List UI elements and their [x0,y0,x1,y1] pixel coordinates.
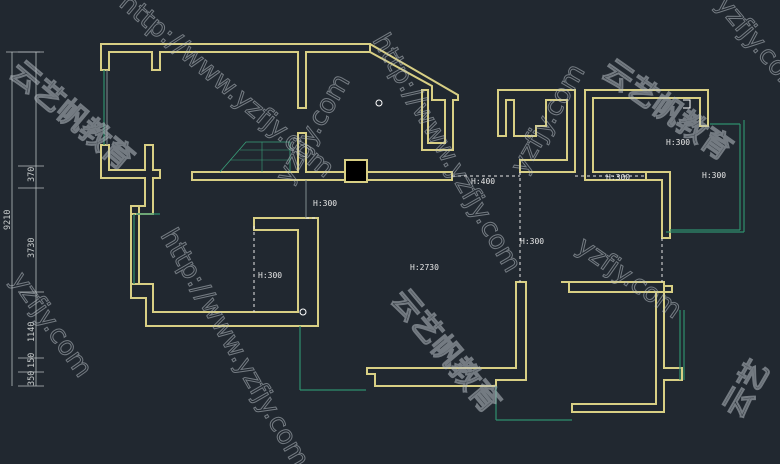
watermark-url: yzfjy.com [710,0,780,102]
dimension-label: 350 [27,371,37,386]
watermark-brand: 云艺 [717,355,777,424]
left-dimension-chain [6,51,44,387]
stairs [219,141,291,173]
watermark-brand: 云艺帆教育 [3,54,140,177]
room-label: H:300 [666,138,690,147]
dimension-label: 370 [27,167,37,182]
watermark-brand: 云艺帆教育 [595,53,738,168]
dimension-label: 1140 [27,322,37,342]
room-label: H:300 [313,199,337,208]
watermark-url: yzfjy.com [4,267,98,383]
room-label: H:2730 [410,263,439,272]
watermark-url: http://www.yzfjy.com [366,29,527,278]
dimension-labels: 9210 370 3730 1140 150 350 [3,167,37,386]
room-label: H:400 [471,177,495,186]
watermark-url: yzfjy.com [571,231,687,325]
watermark-url: http://www.yzfjy.com [154,224,315,464]
dimension-label: 9210 [3,210,13,230]
room-label: H:300 [606,173,630,182]
watermark-brand: 云艺帆教育 [384,283,507,420]
windows [103,70,745,421]
dimension-label: 150 [27,353,37,368]
openings [253,172,663,312]
room-labels: H:300 H:400 H:300 H:300 H:300 H:300 H:27… [258,138,726,280]
room-label: H:300 [258,271,282,280]
dimension-label: 3730 [27,238,37,258]
walls [100,43,709,413]
room-label: H:300 [520,237,544,246]
room-label: H:300 [702,171,726,180]
